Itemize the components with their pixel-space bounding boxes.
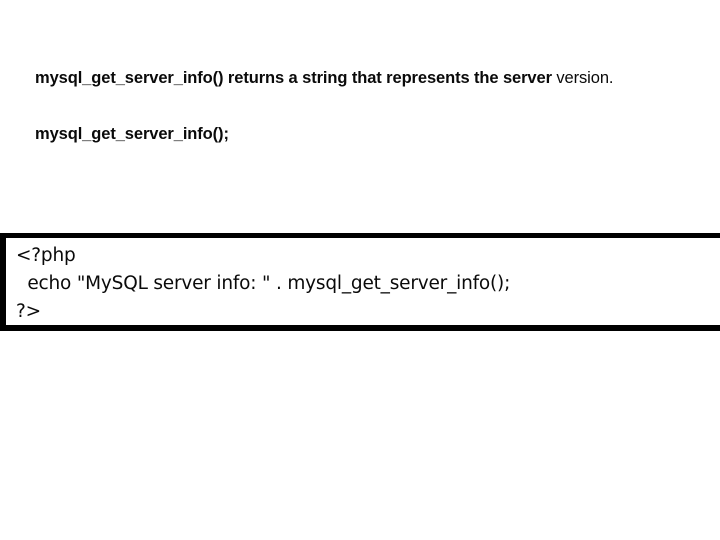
code-block-inner: <?php echo "MySQL server info: " . mysql…: [6, 238, 720, 326]
code-line-3: ?>: [16, 301, 41, 322]
description-bold-text: mysql_get_server_info() returns a string…: [35, 69, 552, 87]
code-line-2: echo "MySQL server info: " . mysql_get_s…: [16, 273, 511, 294]
paragraph-spacer: [35, 93, 650, 120]
function-signature: mysql_get_server_info();: [35, 125, 229, 143]
description-paragraph: mysql_get_server_info() returns a string…: [35, 64, 650, 93]
php-code-block: <?php echo "MySQL server info: " . mysql…: [0, 233, 720, 331]
description-regular-text: version.: [551, 69, 614, 87]
code-line-1: <?php: [16, 245, 76, 266]
description-block: mysql_get_server_info() returns a string…: [35, 64, 650, 149]
